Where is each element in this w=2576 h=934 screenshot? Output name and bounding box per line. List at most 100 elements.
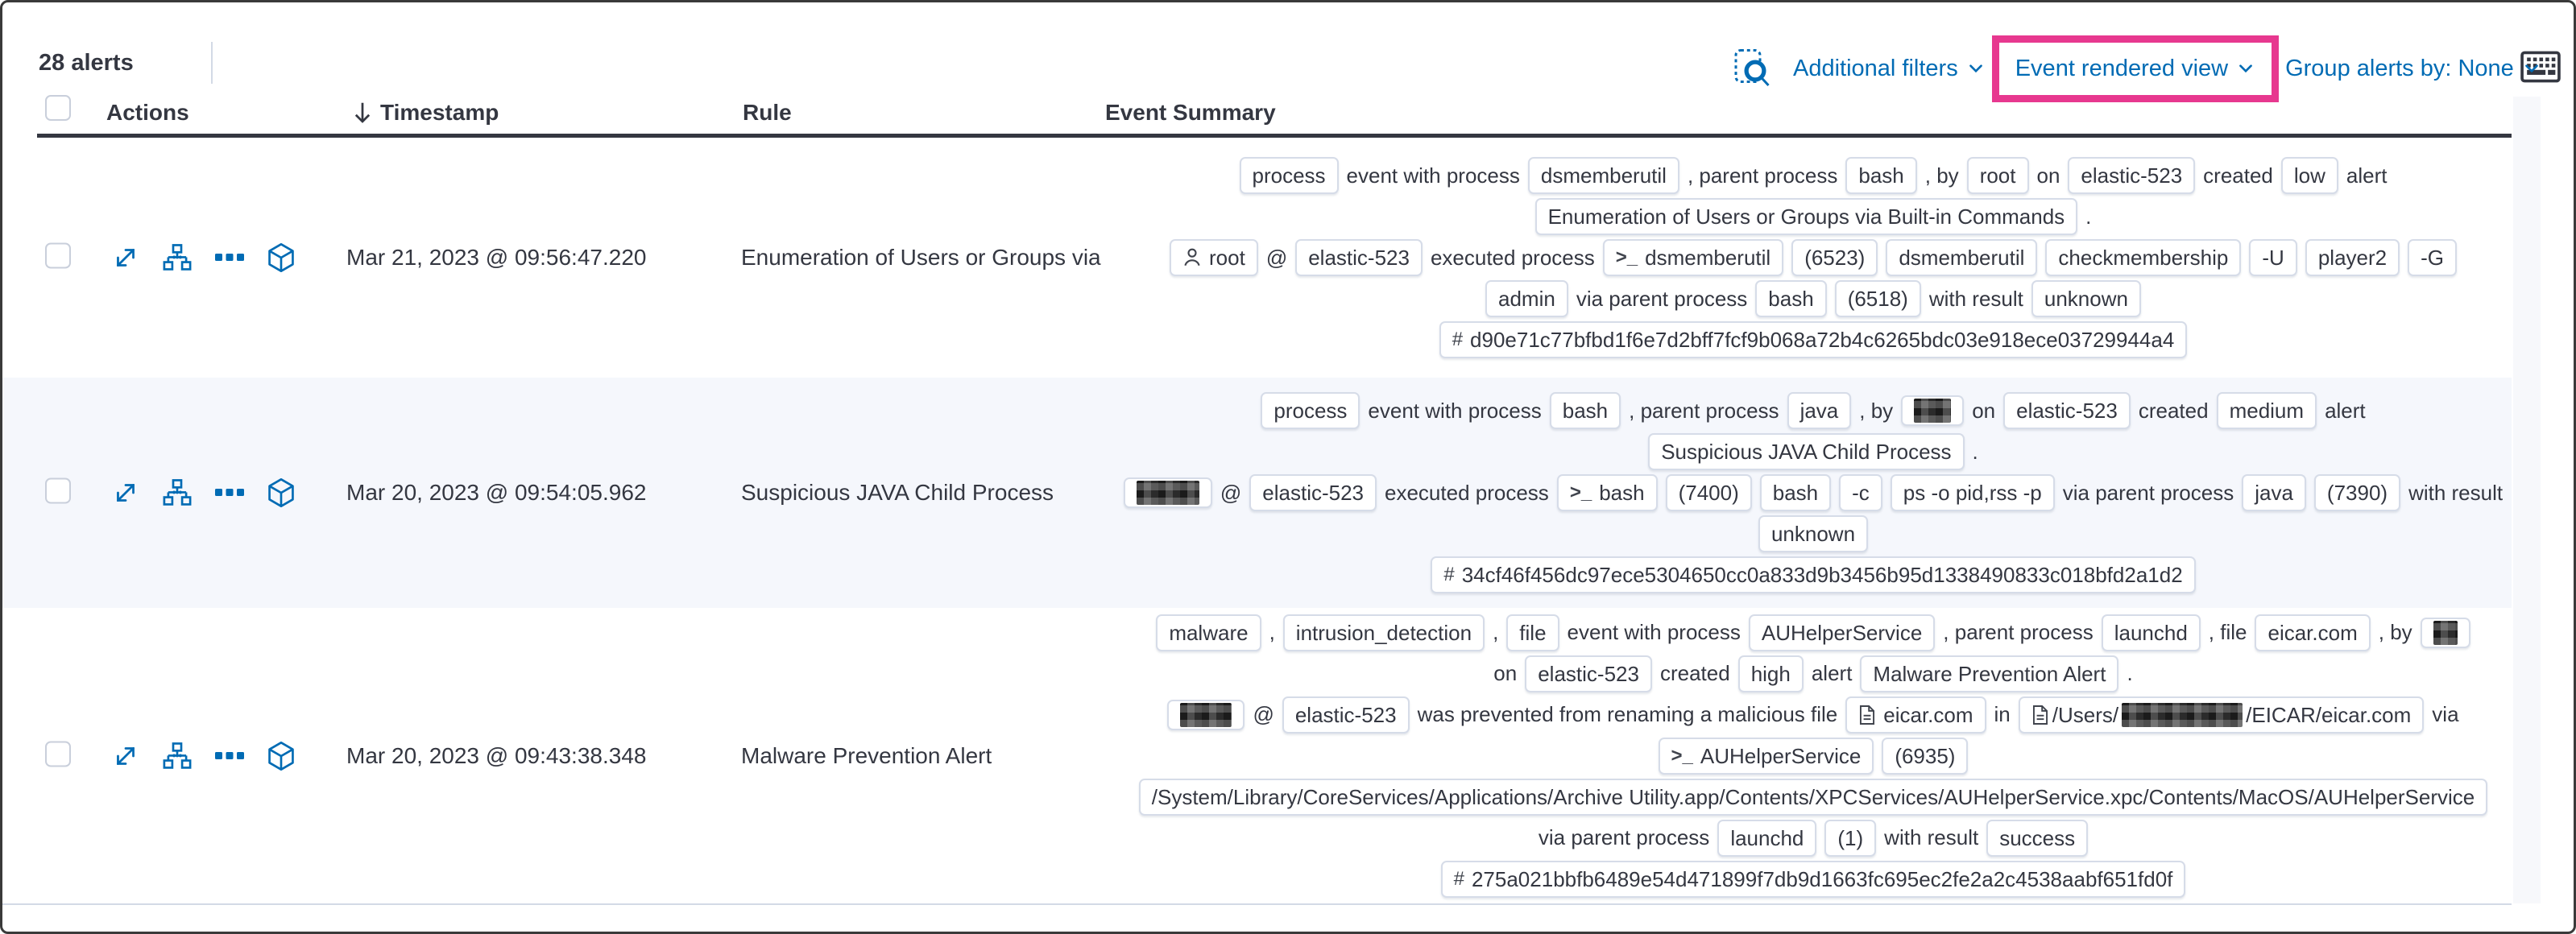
row-checkbox[interactable] — [45, 242, 71, 269]
group-alerts-by-select[interactable]: Group alerts by: None — [2285, 56, 2541, 82]
analyze-event-button[interactable] — [161, 477, 193, 508]
summary-badge[interactable]: #34cf46f456dc97ece5304650cc0a833d9b3456b… — [1431, 556, 2196, 593]
expand-alert-button[interactable] — [111, 478, 140, 507]
summary-badge[interactable]: java — [1787, 392, 1852, 429]
more-actions-button[interactable] — [214, 487, 245, 498]
redacted-badge[interactable] — [2420, 617, 2470, 648]
summary-badge[interactable]: (7390) — [2313, 474, 2401, 511]
vertical-scrollbar[interactable] — [2513, 97, 2541, 903]
rule-cell[interactable]: Malware Prevention Alert — [741, 742, 992, 768]
summary-badge[interactable]: elastic-523 — [1525, 655, 1652, 692]
summary-badge[interactable]: bash — [1549, 392, 1621, 429]
alert-row: Mar 21, 2023 @ 09:56:47.220 Enumeration … — [0, 138, 2512, 378]
summary-badge[interactable]: Malware Prevention Alert — [1860, 655, 2119, 692]
redacted-badge[interactable] — [1167, 699, 1245, 730]
session-view-button[interactable] — [266, 740, 296, 772]
summary-badge[interactable]: >_dsmemberutil — [1602, 239, 1784, 276]
summary-badge[interactable]: /System/Library/CoreServices/Application… — [1138, 778, 2488, 816]
summary-badge[interactable]: /Users//EICAR/eicar.com — [2018, 696, 2425, 734]
summary-badge[interactable]: unknown — [1758, 515, 1869, 552]
redacted-badge[interactable] — [1901, 395, 1965, 426]
inspect-button[interactable] — [1733, 48, 1772, 89]
summary-badge-label: ps -o pid,rss -p — [1903, 481, 2042, 505]
summary-badge[interactable]: dsmemberutil — [1527, 157, 1679, 194]
summary-badge[interactable]: player2 — [2305, 239, 2400, 276]
event-rendered-view-select[interactable]: Event rendered view — [2015, 56, 2255, 82]
summary-badge[interactable]: eicar.com — [2255, 614, 2371, 651]
summary-badge-label: root — [1209, 246, 1245, 270]
summary-badge[interactable]: Enumeration of Users or Groups via Built… — [1534, 198, 2078, 235]
summary-badge[interactable]: launchd — [2101, 614, 2201, 651]
summary-badge-label: /System/Library/CoreServices/Application… — [1151, 784, 2475, 809]
summary-badge[interactable]: root — [1170, 239, 1258, 276]
summary-badge[interactable]: elastic-523 — [1295, 239, 1423, 276]
summary-badge[interactable]: unknown — [2031, 280, 2141, 317]
summary-badge[interactable]: AUHelperService — [1748, 614, 1936, 651]
summary-badge-label: AUHelperService — [1761, 620, 1923, 645]
redacted-badge[interactable] — [1123, 477, 1212, 508]
summary-badge[interactable]: low — [2280, 157, 2338, 194]
summary-badge[interactable]: high — [1737, 655, 1804, 692]
row-checkbox[interactable] — [45, 741, 71, 767]
expand-alert-button[interactable] — [111, 243, 140, 272]
session-view-button[interactable] — [266, 477, 296, 509]
summary-badge[interactable]: admin — [1485, 280, 1568, 317]
summary-badge[interactable]: process — [1261, 392, 1360, 429]
summary-badge[interactable]: elastic-523 — [1249, 474, 1377, 511]
summary-badge-label: AUHelperService — [1700, 743, 1862, 768]
summary-badge[interactable]: success — [1986, 819, 2089, 857]
select-all-checkbox[interactable] — [45, 95, 71, 121]
summary-badge[interactable]: elastic-523 — [1282, 696, 1410, 734]
summary-badge-label: (1) — [1837, 825, 1864, 850]
summary-badge[interactable]: -G — [2408, 239, 2457, 276]
summary-badge[interactable]: (6518) — [1834, 280, 1921, 317]
additional-filters-button[interactable]: Additional filters — [1793, 56, 1986, 82]
summary-badge[interactable]: bash — [1755, 280, 1827, 317]
summary-badge[interactable]: dsmemberutil — [1886, 239, 2038, 276]
row-actions — [111, 740, 296, 772]
more-actions-button[interactable] — [214, 252, 245, 263]
rule-cell[interactable]: Suspicious JAVA Child Process — [741, 480, 1054, 505]
summary-badge[interactable]: ps -o pid,rss -p — [1890, 474, 2055, 511]
summary-badge[interactable]: file — [1506, 614, 1559, 651]
column-header-timestamp[interactable]: Timestamp — [351, 100, 499, 126]
summary-badge[interactable]: bash — [1759, 474, 1832, 511]
summary-badge[interactable]: checkmembership — [2045, 239, 2242, 276]
summary-badge[interactable]: eicar.com — [1845, 696, 1986, 734]
summary-badge[interactable]: (7400) — [1665, 474, 1752, 511]
summary-badge[interactable]: elastic-523 — [2068, 157, 2196, 194]
summary-badge[interactable]: bash — [1845, 157, 1917, 194]
summary-badge[interactable]: (1) — [1824, 819, 1877, 857]
summary-badge[interactable]: (6935) — [1882, 737, 1969, 775]
keyboard-shortcuts-button[interactable] — [2520, 50, 2562, 88]
row-checkbox[interactable] — [45, 477, 71, 504]
summary-badge[interactable]: medium — [2216, 392, 2317, 429]
summary-badge-label: bash — [1562, 399, 1609, 423]
summary-badge[interactable]: launchd — [1717, 819, 1817, 857]
summary-badge[interactable]: (6523) — [1791, 239, 1878, 276]
summary-badge[interactable]: Suspicious JAVA Child Process — [1648, 433, 1965, 470]
session-view-button[interactable] — [266, 242, 296, 274]
summary-badge[interactable]: elastic-523 — [2003, 392, 2131, 429]
alert-row: Mar 20, 2023 @ 09:43:38.348 Malware Prev… — [0, 608, 2512, 905]
analyze-event-button[interactable] — [161, 242, 193, 273]
summary-badge[interactable]: root — [1966, 157, 2029, 194]
summary-badge[interactable]: java — [2242, 474, 2306, 511]
summary-badge[interactable]: >_bash — [1556, 474, 1658, 511]
summary-badge[interactable]: >_AUHelperService — [1658, 737, 1874, 775]
summary-badge[interactable]: -U — [2249, 239, 2297, 276]
summary-badge[interactable]: #d90e71c77bfbd1f6e7d2bff7fcf9b068a72b4c6… — [1439, 321, 2188, 358]
summary-badge[interactable]: malware — [1156, 614, 1261, 651]
more-actions-button[interactable] — [214, 750, 245, 762]
expand-alert-button[interactable] — [111, 742, 140, 771]
summary-badge[interactable]: intrusion_detection — [1282, 614, 1485, 651]
group-alerts-by-label: Group alerts by: None — [2285, 55, 2514, 81]
rule-cell[interactable]: Enumeration of Users or Groups via Bui — [741, 245, 1104, 270]
summary-badge[interactable]: #275a021bbfb6489e54d471899f7db9d1663fc69… — [1440, 860, 2186, 898]
summary-badge[interactable]: -c — [1839, 474, 1882, 511]
summary-text: created — [2138, 398, 2209, 423]
analyze-event-button[interactable] — [161, 741, 193, 771]
summary-badge[interactable]: process — [1239, 157, 1339, 194]
